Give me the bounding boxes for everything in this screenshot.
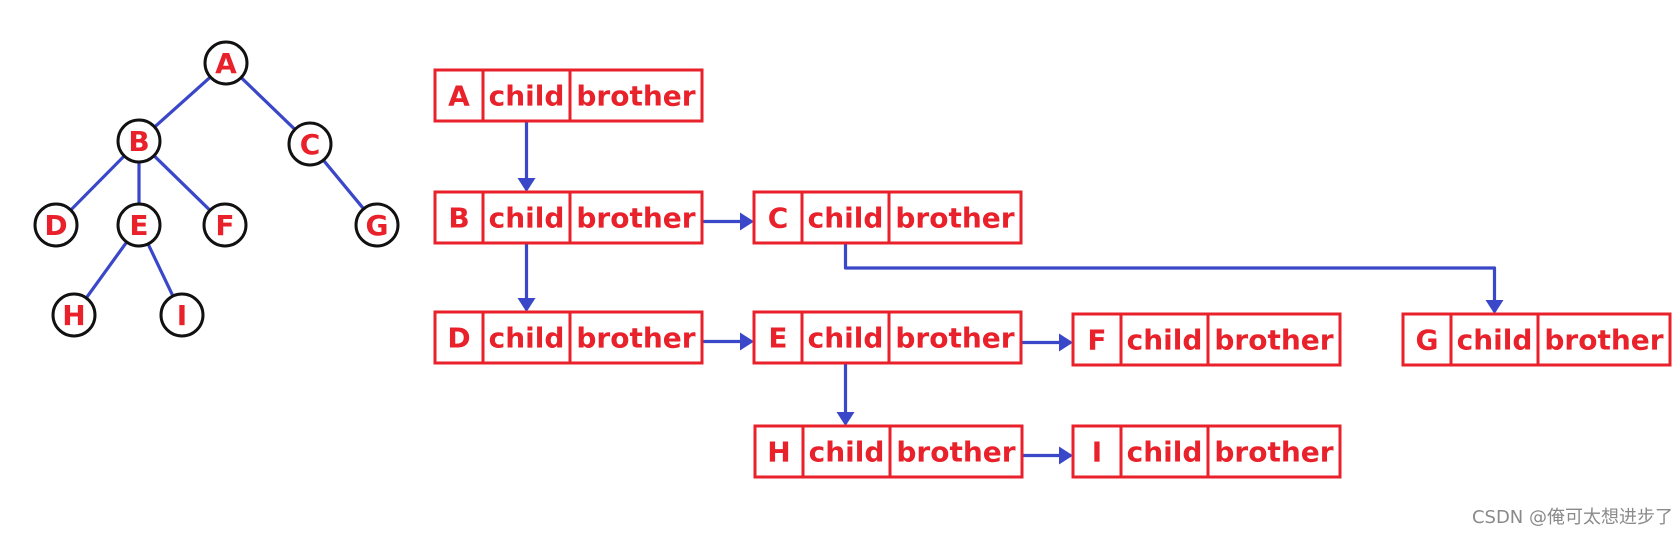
tree-edge-E-I (146, 242, 175, 298)
tree-node-E: E (116, 202, 162, 248)
tree-node-circle (116, 202, 162, 248)
tree-node-label: D (44, 209, 67, 242)
tree-node-circle (33, 202, 79, 248)
record-child-field: child (489, 80, 565, 113)
tree-edge-E-H (84, 240, 129, 300)
arrow-child-C-G (843, 223, 1497, 312)
tree-node-I: I (159, 292, 205, 338)
record-data-label: B (448, 202, 469, 235)
record-brother-field: brother (895, 322, 1014, 355)
watermark: CSDN @俺可太想进步了 (1471, 507, 1673, 528)
record-data-label: I (1092, 436, 1102, 469)
record-data-label: G (1416, 324, 1439, 357)
record-child-field: child (489, 202, 565, 235)
arrow-child-E-H-head (836, 412, 855, 426)
record-brother-field: brother (576, 322, 695, 355)
tree-node-circle (203, 40, 249, 86)
tree-node-circle (51, 292, 97, 338)
record-child-field: child (1457, 324, 1533, 357)
tree-node-label: H (62, 299, 85, 332)
tree-node-G: G (354, 202, 400, 248)
arrow-brother-H-I-head (1059, 446, 1073, 465)
arrow-child-B-D-head (517, 298, 536, 312)
tree-node-circle (116, 118, 162, 164)
record-child-field: child (1127, 324, 1203, 357)
tree-node-label: G (366, 209, 389, 242)
record-data-label: D (447, 322, 470, 355)
record-data-label: H (767, 436, 790, 469)
tree-node-label: I (177, 299, 187, 332)
tree-node-H: H (51, 292, 97, 338)
tree-node-label: F (215, 209, 234, 242)
record-child-field: child (808, 322, 884, 355)
tree-node-A: A (203, 40, 249, 86)
tree-node-label: B (128, 125, 149, 158)
arrow-brother-B-C-head (740, 212, 754, 231)
tree-edge-B-F (152, 154, 212, 212)
record-child-field: child (808, 202, 884, 235)
tree-node-B: B (116, 118, 162, 164)
record-data-label: A (448, 80, 470, 113)
record-data-label: C (768, 202, 789, 235)
record-brother-field: brother (896, 436, 1015, 469)
tree-node-circle (202, 202, 248, 248)
tree-node-D: D (33, 202, 79, 248)
tree-node-label: A (215, 47, 237, 80)
record-brother-field: brother (1214, 436, 1333, 469)
record-brother-field: brother (1544, 324, 1663, 357)
tree-node-circle (287, 121, 333, 167)
arrow-child-C-G-head (1485, 300, 1504, 314)
tree-edge-A-B (153, 75, 212, 129)
arrow-brother-E-F-head (1059, 333, 1073, 352)
tree-node-label: E (129, 209, 148, 242)
record-child-field: child (1127, 436, 1203, 469)
record-brother-field: brother (895, 202, 1014, 235)
tree-node-C: C (287, 121, 333, 167)
arrow-brother-D-E-head (740, 332, 754, 351)
tree-node-label: C (300, 128, 321, 161)
tree-edge-B-D (69, 154, 126, 212)
record-brother-field: brother (576, 202, 695, 235)
tree-node-circle (159, 292, 205, 338)
record-brother-field: brother (1214, 324, 1333, 357)
record-data-label: F (1087, 324, 1106, 357)
record-child-field: child (489, 322, 565, 355)
tree-node-circle (354, 202, 400, 248)
record-child-field: child (809, 436, 885, 469)
arrow-child-A-B-head (517, 178, 536, 192)
tree-edge-A-C (239, 75, 297, 132)
tree-edge-C-G (321, 158, 366, 211)
record-data-label: E (768, 322, 787, 355)
record-brother-field: brother (576, 80, 695, 113)
tree-node-F: F (202, 202, 248, 248)
